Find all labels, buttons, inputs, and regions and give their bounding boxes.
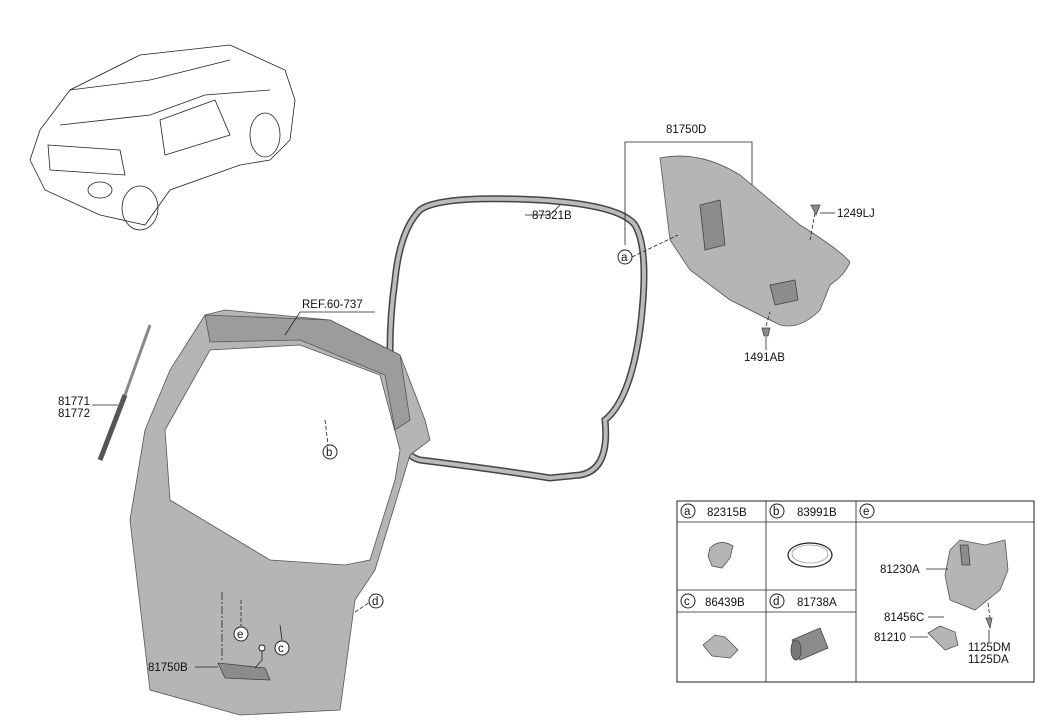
table-cell-c: c 86439B xyxy=(680,593,745,659)
label-1249lj: 1249LJ xyxy=(837,208,875,220)
callout-d: d xyxy=(372,596,378,608)
cell-part-number: 81456C xyxy=(884,612,924,624)
cell-part-number: 86439B xyxy=(705,597,745,609)
cell-part-number: 82315B xyxy=(707,507,747,519)
label-ref-60-737: REF.60-737 xyxy=(302,299,363,311)
table-cell-d: d 81738A xyxy=(769,593,837,661)
label-81750b: 81750B xyxy=(148,662,188,674)
lifter-81771-81772: 81771 81772 xyxy=(58,324,152,461)
label-81771: 81771 xyxy=(58,396,90,408)
cell-part-number: 81230A xyxy=(880,564,920,576)
label-81772: 81772 xyxy=(58,408,90,420)
cell-part-number: 81738A xyxy=(797,597,837,609)
cell-letter: e xyxy=(863,506,869,518)
label-87321b: 87321B xyxy=(532,210,572,222)
callout-b: b xyxy=(326,447,332,459)
trim-panel-81750d: 81750D a 1249LJ 1491AB xyxy=(617,124,875,364)
callout-c: c xyxy=(278,643,284,655)
cell-letter: b xyxy=(773,506,779,518)
vehicle-illustration xyxy=(29,44,296,231)
cell-part-number: 81210 xyxy=(874,632,906,644)
tailgate: REF.60-737 b d xyxy=(129,299,431,716)
label-1491ab: 1491AB xyxy=(744,352,785,364)
cell-letter: d xyxy=(773,596,779,608)
table-cell-b: b 83991B xyxy=(769,503,837,568)
cell-part-number: 1125DM xyxy=(968,642,1011,654)
handle-81750b: 81750B e c xyxy=(148,592,290,681)
parts-table: a 82315B b 83991B c 86439B d 81738A e xyxy=(676,500,1035,683)
cell-letter: a xyxy=(684,506,691,518)
callout-a: a xyxy=(621,252,628,264)
cell-part-number: 1125DA xyxy=(968,654,1009,666)
label-81750d: 81750D xyxy=(666,124,706,136)
table-cell-a: a 82315B xyxy=(680,503,747,569)
callout-e: e xyxy=(237,629,243,641)
cell-part-number: 83991B xyxy=(797,507,837,519)
cell-letter: c xyxy=(684,596,690,608)
table-cell-e: e 81230A 81456C 81210 1125DM 1125DA xyxy=(859,503,1011,666)
